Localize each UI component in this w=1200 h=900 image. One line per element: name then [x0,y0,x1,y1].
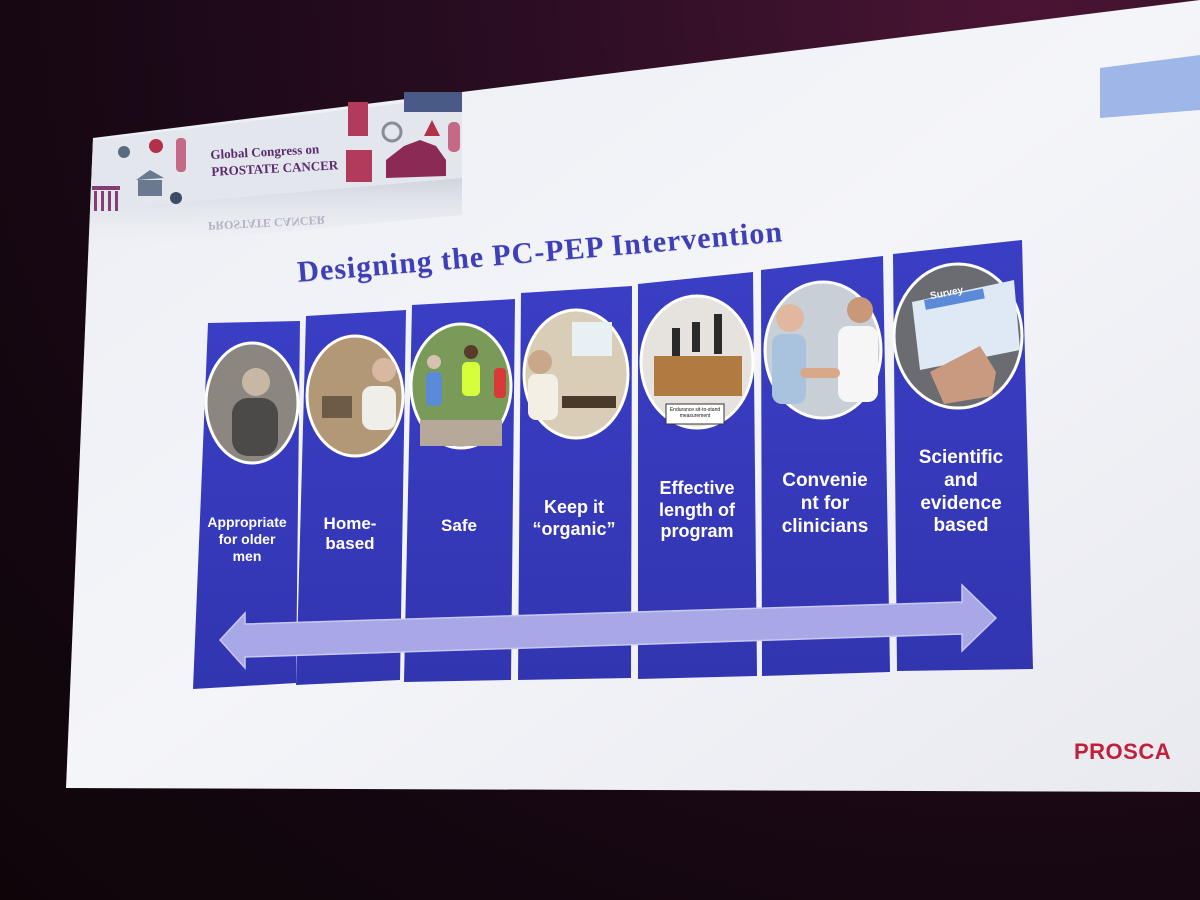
label-line: Home- [323,514,377,533]
footer-brand: PROSCA [1074,739,1172,764]
column-label-3: Safe [408,516,510,536]
label-line: for older [218,530,276,547]
label-line: “organic” [532,518,616,539]
label-line: Appropriate [207,514,287,530]
label-line: length of [659,499,735,520]
congress-logo [88,92,462,250]
sailboat-icon [424,120,440,136]
label-line: Effective [659,478,735,498]
lyre-icon [170,192,182,204]
temple-icon [92,186,120,211]
label-line: Scientific [918,447,1004,468]
label-line: Convenie [782,470,868,491]
column-label-7: Scientific and evidence based [896,447,1026,538]
helmet-icon [149,139,163,153]
colonnade-icon [346,150,372,182]
label-line: Keep it [543,497,604,517]
statue-icon [176,138,186,172]
column-label-6: Convenie nt for clinicians [764,470,886,538]
column-label-5: Effective length of program [640,478,754,543]
sit-to-stand-caption: Endurance sit-to-stand measurement [664,407,726,419]
label-line: and [944,469,978,491]
label-line: program [660,521,734,542]
photo-group [204,262,1024,465]
label-line: based [933,515,989,537]
column-label-1: Appropriate for older men [200,514,294,564]
accent-bar [1100,55,1200,118]
label-line: clinicians [781,515,869,537]
figure-icon [118,146,130,158]
vase-icon [448,122,460,152]
timeline-arrow [218,583,998,670]
column-label-4: Keep it “organic” [520,497,628,540]
label-line: nt for [800,492,850,514]
column-label-2: Home- based [302,514,398,555]
label-line: men [232,547,262,564]
building-icon [404,92,462,112]
palace-icon [386,140,446,178]
pantheon-icon [136,170,164,196]
tower-icon [348,102,368,136]
label-line: evidence [920,492,1002,514]
label-line: Safe [441,516,477,535]
people-walking-outdoors-photo [409,322,513,450]
wreath-icon [381,121,403,143]
label-line: based [325,534,375,554]
caption-text: Endurance sit-to-stand measurement [669,407,721,419]
